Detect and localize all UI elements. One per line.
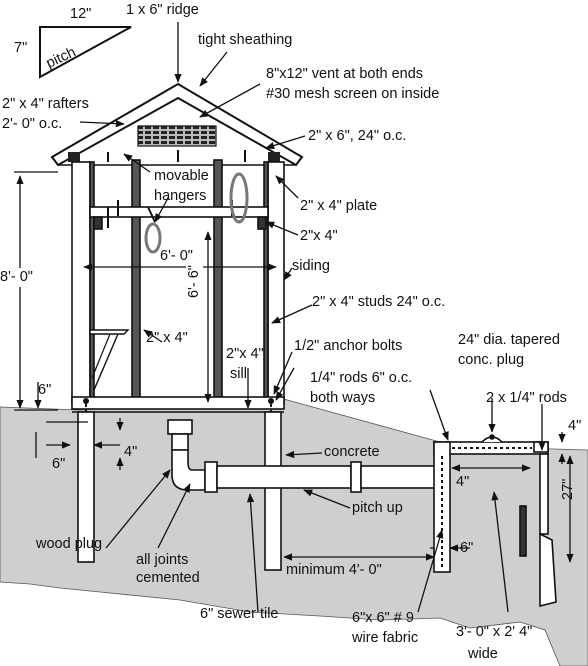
plate-label: 2" x 4" plate [300,198,378,214]
vent-label-2: #30 mesh screen on inside [266,86,440,102]
wall-dimension: 6" [460,540,474,556]
joints-label-2: cemented [136,570,200,586]
minimum-label: minimum 4'- 0" [286,562,382,578]
siding-label: siding [292,258,330,274]
rods-label-2: both ways [310,390,376,406]
pit-label-1: 3'- 0" x 2' 4" [456,624,533,640]
door-dimension: 6'- 6" [186,265,203,298]
pitch-rise-label: 7" [14,40,28,56]
plug-label-2: conc. plug [458,352,525,368]
post-label: 2" x 4" [146,330,188,346]
plug-label-1: 24" dia. tapered [458,332,560,348]
rods-2-label: 2 x 1/4" rods [486,390,567,406]
concrete-label: concrete [324,444,380,460]
rods-label-1: 1/4" rods 6" o.c. [310,370,413,386]
sewer-tile-label: 6" sewer tile [200,606,279,622]
drain-pipe [167,419,442,493]
tank-inner-dimension: 4" [456,474,470,490]
roof [50,82,304,167]
rafters-label-1: 2" x 4" rafters [2,96,89,112]
pitch-up-label: pitch up [352,500,403,516]
hangers-label-2: hangers [154,188,207,204]
vent-label-1: 8"x12" vent at both ends [266,66,424,82]
tank [433,434,557,608]
joints-label-1: all joints [136,552,189,568]
pit-label-2: wide [468,646,498,662]
girt-label: 2"x 4" [300,228,338,244]
pitch-triangle [39,26,132,79]
wire-label-1: 6"x 6" # 9 [352,610,414,626]
sill-above-dimension: 6" [38,382,52,398]
hangers-label-1: movable [154,168,209,184]
studs-label: 2" x 4" studs 24" o.c. [312,294,446,310]
tank-top-dimension: 4" [568,418,582,434]
ridge-label: 1 x 6" ridge [126,2,199,18]
footings [77,411,282,571]
pitch-run-label: 12" [70,6,92,22]
anchor-bolts-label: 1/2" anchor bolts [294,338,403,354]
sheathing-label: tight sheathing [198,32,293,48]
wire-label-2: wire fabric [352,630,419,646]
footing-depth-dimension: 4" [124,444,138,460]
vent-screen [137,125,217,147]
sill-label-1: 2"x 4" [226,346,264,362]
tank-depth-dimension: 27" [560,478,576,500]
shelf [89,329,130,391]
rafters-label-2: 2'- 0" o.c. [2,116,63,132]
height-dimension: 8'- 0" [0,268,33,287]
sill-label-2: sill [230,366,247,382]
wood-plug-label: wood plug [36,536,103,552]
joists-label: 2" x 6", 24" o.c. [308,128,407,144]
hangers [107,150,249,254]
footing-dimension: 6" [52,456,66,472]
leader-lines [14,22,574,613]
width-dimension: 6'- 0" [160,248,193,265]
